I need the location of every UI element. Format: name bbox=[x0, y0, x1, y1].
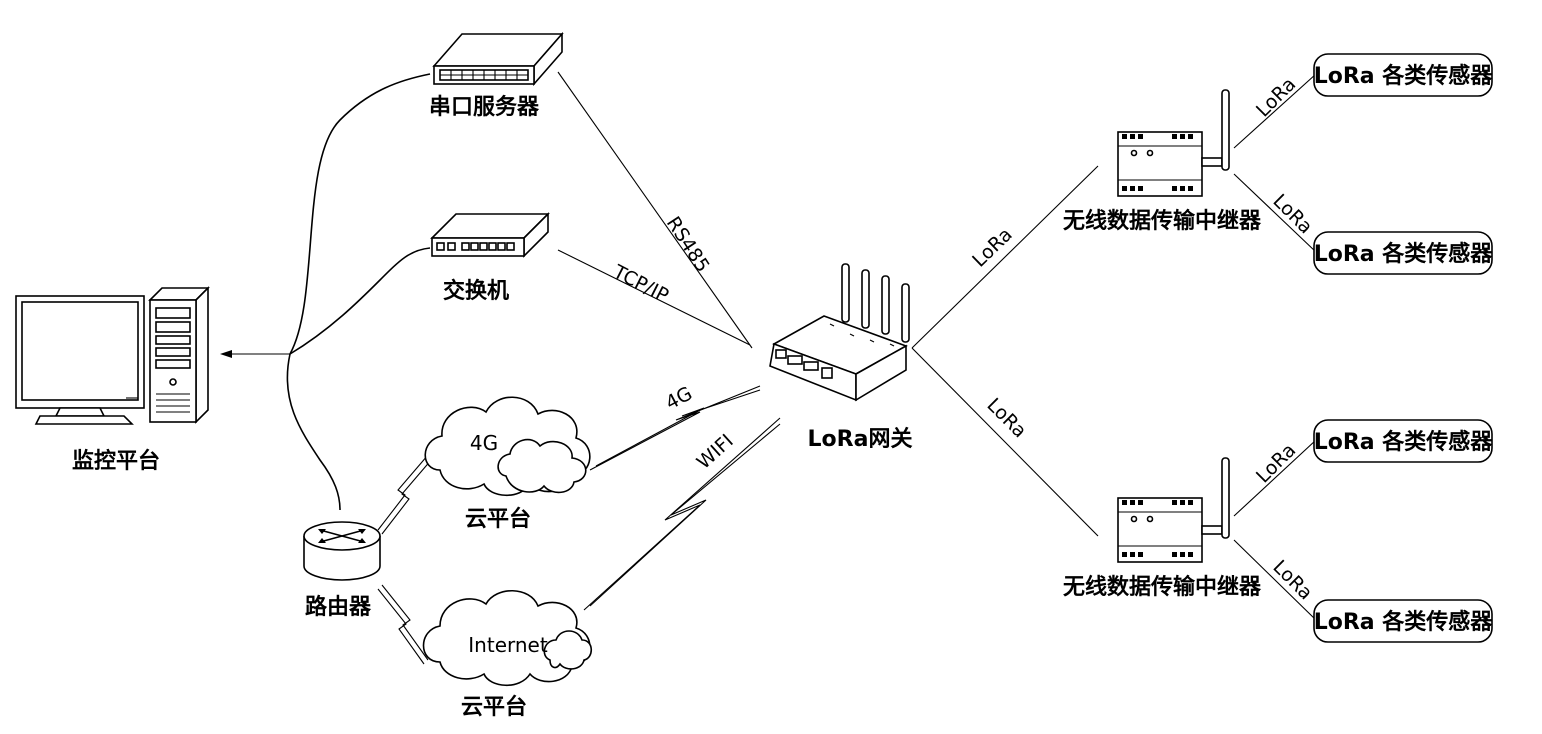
serial-server-node: 串口服务器 bbox=[429, 31, 564, 120]
link-label-tcpip: TCP/IP bbox=[609, 260, 672, 307]
cloud-4g-node: 4G 云平台 bbox=[424, 396, 591, 532]
sensor-node-4: LoRa 各类传感器 bbox=[1313, 599, 1494, 643]
link-label-lora-s3: LoRa bbox=[1252, 439, 1300, 487]
link-router-internet bbox=[381, 584, 429, 661]
cloud-internet-text: Internet bbox=[468, 633, 548, 657]
line-serial-gateway bbox=[557, 71, 753, 349]
line-gateway-repeater-bottom bbox=[911, 347, 1099, 537]
line-rep-top-sensor-1 bbox=[1233, 73, 1317, 149]
repeater-bottom-label: 无线数据传输中继器 bbox=[1063, 574, 1262, 600]
serial-server-label: 串口服务器 bbox=[429, 95, 540, 120]
link-label-lora-gw-bottom: LoRa bbox=[982, 394, 1030, 442]
sensor-label: LoRa 各类传感器 bbox=[1314, 241, 1494, 267]
lora-gateway-node: LoRa网关 bbox=[769, 263, 913, 452]
switch-node: 交换机 bbox=[430, 212, 550, 304]
gateway-label: LoRa网关 bbox=[808, 427, 913, 452]
router-label: 路由器 bbox=[305, 594, 372, 620]
line-rep-top-sensor-2 bbox=[1233, 173, 1317, 253]
link-label-wifi: WIFI bbox=[693, 430, 738, 474]
cloud-4g-label: 云平台 bbox=[465, 506, 531, 532]
gateway-device-icon bbox=[769, 263, 910, 402]
computer-monitor-icon bbox=[15, 295, 145, 425]
link-label-rs485: RS485 bbox=[662, 213, 714, 277]
link-label-lora-gw-top: LoRa bbox=[968, 224, 1017, 272]
switch-label: 交换机 bbox=[443, 278, 509, 304]
repeater-top-node: 无线数据传输中继器 bbox=[1063, 89, 1262, 234]
sensor-box bbox=[1313, 231, 1493, 275]
cloud-4g-text: 4G bbox=[470, 431, 498, 455]
link-label-4g: 4G bbox=[662, 382, 696, 414]
switch-icon bbox=[430, 212, 550, 258]
router-node: 路由器 bbox=[303, 521, 381, 620]
line-gateway-repeater-top bbox=[911, 165, 1099, 349]
cloud-internet-label: 云平台 bbox=[461, 694, 527, 720]
link-wifi-zigzag bbox=[583, 417, 781, 611]
link-label-lora-s1: LoRa bbox=[1252, 73, 1300, 121]
sensor-box bbox=[1313, 599, 1493, 643]
repeater-device-icon bbox=[1117, 89, 1230, 197]
repeater-bottom-node: 无线数据传输中继器 bbox=[1063, 457, 1262, 600]
cloud-icon bbox=[422, 590, 593, 686]
link-router-4g-2 bbox=[381, 458, 433, 535]
line-switch-gateway bbox=[557, 249, 751, 346]
link-4g-zigzag-2 bbox=[595, 389, 761, 467]
sensor-label: LoRa 各类传感器 bbox=[1314, 609, 1494, 635]
line-rep-bottom-sensor-3 bbox=[1233, 439, 1317, 517]
cloud-internet-node: Internet 云平台 bbox=[422, 590, 593, 720]
sensor-box bbox=[1313, 53, 1493, 97]
monitor-platform-node: 监控平台 bbox=[15, 286, 210, 474]
line-rep-bottom-sensor-4 bbox=[1233, 539, 1317, 621]
link-router-4g bbox=[377, 454, 429, 531]
sensor-node-1: LoRa 各类传感器 bbox=[1313, 53, 1494, 97]
sensor-node-2: LoRa 各类传感器 bbox=[1313, 231, 1494, 275]
monitor-platform-label: 监控平台 bbox=[72, 448, 160, 474]
computer-tower-icon bbox=[148, 286, 210, 424]
sensor-label: LoRa 各类传感器 bbox=[1314, 63, 1494, 89]
sensor-box bbox=[1313, 419, 1493, 463]
line-junction-serial bbox=[289, 73, 431, 355]
repeater-top-label: 无线数据传输中继器 bbox=[1063, 208, 1262, 234]
serial-server-icon bbox=[432, 31, 564, 87]
line-junction-router bbox=[286, 353, 341, 511]
line-junction-switch bbox=[289, 247, 431, 355]
router-icon bbox=[303, 521, 381, 581]
arrow-head-icon bbox=[220, 350, 232, 358]
sensor-node-3: LoRa 各类传感器 bbox=[1313, 419, 1494, 463]
connection-lines bbox=[220, 71, 1317, 665]
link-wifi-zigzag-2 bbox=[589, 423, 781, 607]
repeater-device-icon bbox=[1117, 457, 1230, 563]
link-labels: RS485 TCP/IP 4G WIFI LoRa LoRa LoRa LoRa… bbox=[609, 73, 1317, 604]
cloud-icon bbox=[424, 396, 591, 496]
sensor-label: LoRa 各类传感器 bbox=[1314, 429, 1494, 455]
link-router-internet-2 bbox=[377, 588, 425, 665]
